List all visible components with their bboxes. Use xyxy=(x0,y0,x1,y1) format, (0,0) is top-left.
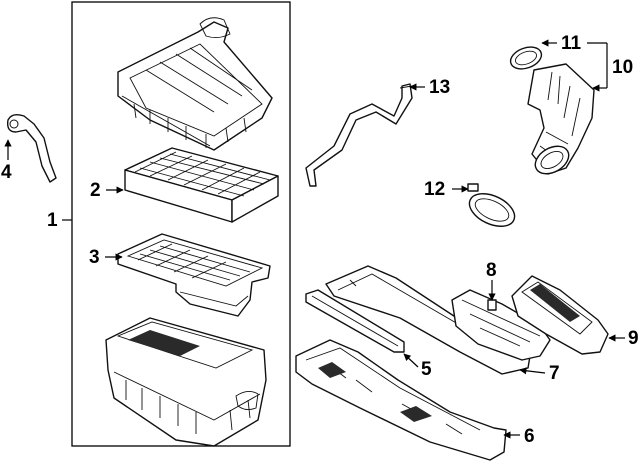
assembly-1-frame xyxy=(71,1,291,447)
module-8 xyxy=(451,289,551,361)
callout-1: 1 xyxy=(47,210,58,231)
upper-housing-cover xyxy=(117,17,273,151)
callout-9: 9 xyxy=(628,328,639,349)
callout-10: 10 xyxy=(612,57,634,78)
lower-housing xyxy=(105,317,267,447)
clamp-12 xyxy=(467,183,516,227)
cowl-6 xyxy=(295,339,507,461)
callout-8: 8 xyxy=(486,260,497,281)
leader-7 xyxy=(519,367,546,375)
filter-element xyxy=(124,147,279,223)
callout-13: 13 xyxy=(429,77,451,98)
callout-4: 4 xyxy=(1,162,12,183)
leader-5 xyxy=(403,353,419,368)
callout-11: 11 xyxy=(561,33,582,54)
callout-5: 5 xyxy=(421,359,432,380)
callout-3: 3 xyxy=(89,247,100,268)
callout-7: 7 xyxy=(549,363,560,384)
strip-5 xyxy=(305,289,405,353)
filter-tray xyxy=(117,233,271,317)
hose-4 xyxy=(6,113,57,183)
hose-13 xyxy=(305,83,413,187)
callout-2: 2 xyxy=(90,180,101,201)
callout-6: 6 xyxy=(524,426,535,447)
intake-duct xyxy=(509,46,595,175)
duct-9 xyxy=(511,275,609,355)
callout-12: 12 xyxy=(424,179,446,200)
